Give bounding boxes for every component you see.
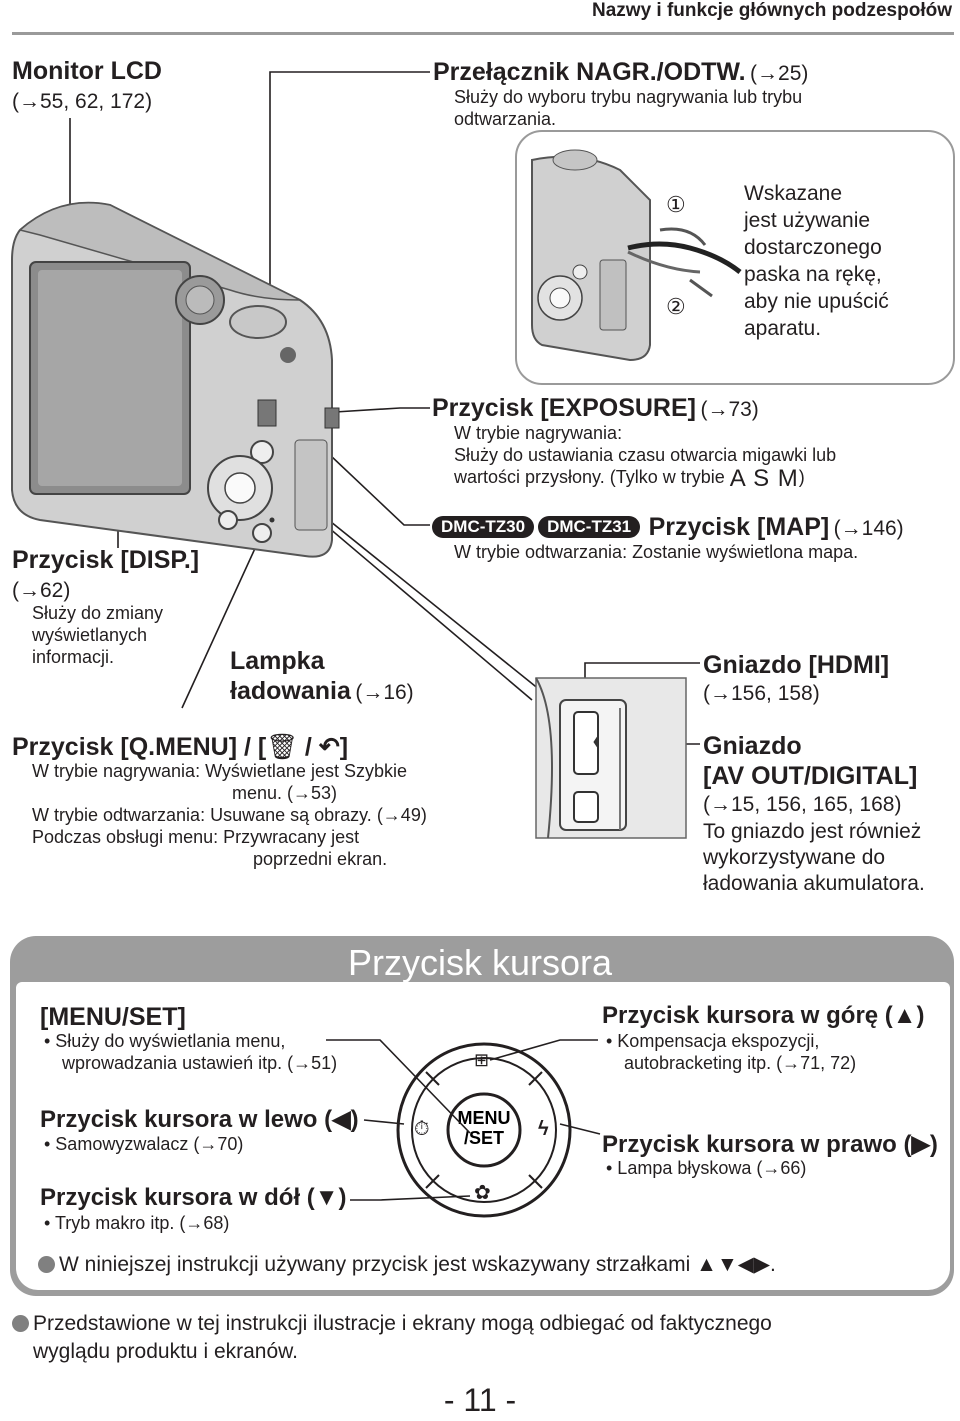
av-desc2: wykorzystywane do: [703, 846, 886, 869]
av-ref: (→15, 156, 165, 168): [703, 793, 902, 816]
exposure-line3: wartości przysłony. (Tylko w trybie: [454, 467, 725, 487]
qmenu-title-b: /: [297, 733, 319, 761]
exposure-line3-wrap: wartości przysłony. (Tylko w trybie A S …: [454, 465, 805, 492]
cursor-down-title: Przycisk kursora w dół (▼): [40, 1184, 347, 1211]
camera-illustration: [11, 71, 955, 839]
qmenu-l2: menu. (→53): [232, 783, 338, 803]
strap-note-line: aparatu.: [744, 317, 822, 340]
av-title2: [AV OUT/DIGITAL]: [703, 762, 918, 790]
cursor-panel-title: Przycisk kursora: [347, 942, 613, 983]
strap-note: Wskazane jest używanie dostarczonego pas…: [744, 180, 889, 342]
strap-note-line: Wskazane: [744, 182, 843, 205]
strap-note-line: paska na rękę,: [744, 263, 882, 286]
charge-lamp-line2-wrap: ładowania (→16): [230, 676, 414, 706]
return-arrow-icon: ↶: [318, 733, 340, 761]
cursor-left-title: Przycisk kursora w lewo (◀): [40, 1106, 359, 1133]
exposure-ref: (→73): [700, 398, 759, 421]
exposure-line1: W trybie nagrywania:: [454, 423, 623, 443]
exposure-line2: Służy do ustawiania czasu otwarcia migaw…: [454, 445, 837, 465]
mode-switch-title: Przełącznik NAGR./ODTW.: [433, 58, 746, 86]
exposure-comp-icon: ⊞: [474, 1050, 490, 1070]
bullet-icon: [12, 1315, 29, 1332]
cursor-up-d1: • Kompensacja ekspozycji,: [606, 1031, 820, 1051]
disp-desc-line: wyświetlanych: [32, 625, 148, 645]
qmenu-title-c: ]: [339, 733, 349, 761]
strap-note-line: dostarczonego: [744, 236, 882, 259]
macro-flower-icon: ✿: [474, 1182, 491, 1204]
cursor-dial: MENU /SET: [396, 1042, 572, 1218]
qmenu-title: Przycisk [Q.MENU] / [🗑 / ↶]: [12, 732, 348, 762]
hdmi-ref: (→156, 158): [703, 682, 820, 705]
map-ref: (→146): [833, 517, 904, 540]
charge-lamp-line1: Lampka: [230, 647, 325, 675]
trash-icon: 🗑: [266, 733, 298, 761]
charge-lamp-line2: ładowania: [230, 677, 351, 705]
disp-desc-line: Służy do zmiany: [32, 603, 164, 623]
camera-body: [11, 201, 340, 558]
exposure-close: ): [798, 467, 805, 487]
cursor-right-title: Przycisk kursora w prawo (▶): [602, 1131, 938, 1158]
disp-desc: Służy do zmiany wyświetlanych informacji…: [32, 602, 163, 668]
exposure-title: Przycisk [EXPOSURE]: [432, 394, 696, 422]
flash-icon: ϟ: [538, 1118, 549, 1140]
qmenu-title-a: Przycisk [Q.MENU] / [: [12, 733, 267, 761]
page-number: - 11 -: [443, 1382, 517, 1418]
connector-panel-illustration: [535, 677, 687, 839]
lcd-title: Monitor LCD: [12, 57, 162, 85]
strap-note-line: aby nie upuścić: [744, 290, 889, 313]
model-badge-tz30: DMC-TZ30: [432, 516, 535, 538]
strap-mark-2: ②: [666, 294, 686, 319]
lcd-ref: (→55, 62, 172): [12, 90, 153, 113]
self-timer-icon: ⏱: [414, 1118, 430, 1140]
menuset-d2: wprowadzania ustawień itp. (→51): [62, 1053, 338, 1073]
cursor-down-d1: • Tryb makro itp. (→68): [44, 1213, 230, 1233]
qmenu-l4: Podczas obsługi menu: Przywracany jest: [32, 827, 360, 847]
cursor-left-d1: • Samowyzwalacz (→70): [44, 1134, 244, 1154]
strap-note-line: jest używanie: [744, 209, 871, 232]
mode-switch-heading: Przełącznik NAGR./ODTW. (→25): [433, 57, 808, 87]
av-title1: Gniazdo: [703, 732, 802, 760]
menuset-d1: • Służy do wyświetlania menu,: [44, 1031, 286, 1051]
cursor-up-title: Przycisk kursora w górę (▲): [602, 1002, 925, 1029]
cursor-right-d1: • Lampa błyskowa (→66): [606, 1158, 807, 1178]
cursor-note: W niniejszej instrukcji używany przycisk…: [38, 1252, 776, 1277]
menuset-title: [MENU/SET]: [40, 1003, 186, 1031]
cursor-up-d2: autobracketing itp. (→71, 72): [624, 1053, 857, 1073]
bullet-icon: [38, 1256, 55, 1273]
qmenu-l3: W trybie odtwarzania: Usuwane są obrazy.…: [32, 805, 427, 825]
footnote-line2: wyglądu produktu i ekranów.: [33, 1340, 298, 1363]
charge-lamp-ref: (→16): [355, 681, 414, 704]
qmenu-l1: W trybie nagrywania: Wyświetlane jest Sz…: [32, 761, 407, 781]
footnote: Przedstawione w tej instrukcji ilustracj…: [12, 1310, 772, 1366]
exposure-heading: Przycisk [EXPOSURE] (→73): [432, 393, 759, 423]
cursor-note-text: W niniejszej instrukcji używany przycisk…: [59, 1253, 776, 1276]
dial-label-2: /SET: [464, 1128, 504, 1148]
disp-ref: (→62): [12, 579, 71, 602]
disp-desc-line: informacji.: [32, 647, 115, 667]
qmenu-l5: poprzedni ekran.: [253, 849, 388, 869]
footnote-line1: Przedstawione w tej instrukcji ilustracj…: [33, 1312, 772, 1335]
mode-icons: A S M: [729, 465, 799, 492]
av-desc1: To gniazdo jest również: [703, 820, 922, 843]
hdmi-title: Gniazdo [HDMI]: [703, 651, 890, 679]
av-desc3: ładowania akumulatora.: [703, 872, 925, 895]
mode-switch-ref: (→25): [750, 62, 809, 85]
header-rule: [12, 32, 954, 35]
strap-inset: [515, 130, 955, 385]
mode-switch-desc: Służy do wyboru trybu nagrywania lub try…: [454, 87, 803, 129]
strap-mark-1: ①: [666, 192, 686, 217]
map-desc: W trybie odtwarzania: Zostanie wyświetlo…: [454, 542, 859, 562]
model-badge-tz31: DMC-TZ31: [538, 516, 641, 538]
disp-title: Przycisk [DISP.]: [12, 546, 200, 574]
map-title: Przycisk [MAP]: [648, 513, 830, 541]
page-header: Nazwy i funkcje głównych podzespołów: [592, 0, 952, 21]
dial-label-1: MENU: [458, 1108, 511, 1128]
